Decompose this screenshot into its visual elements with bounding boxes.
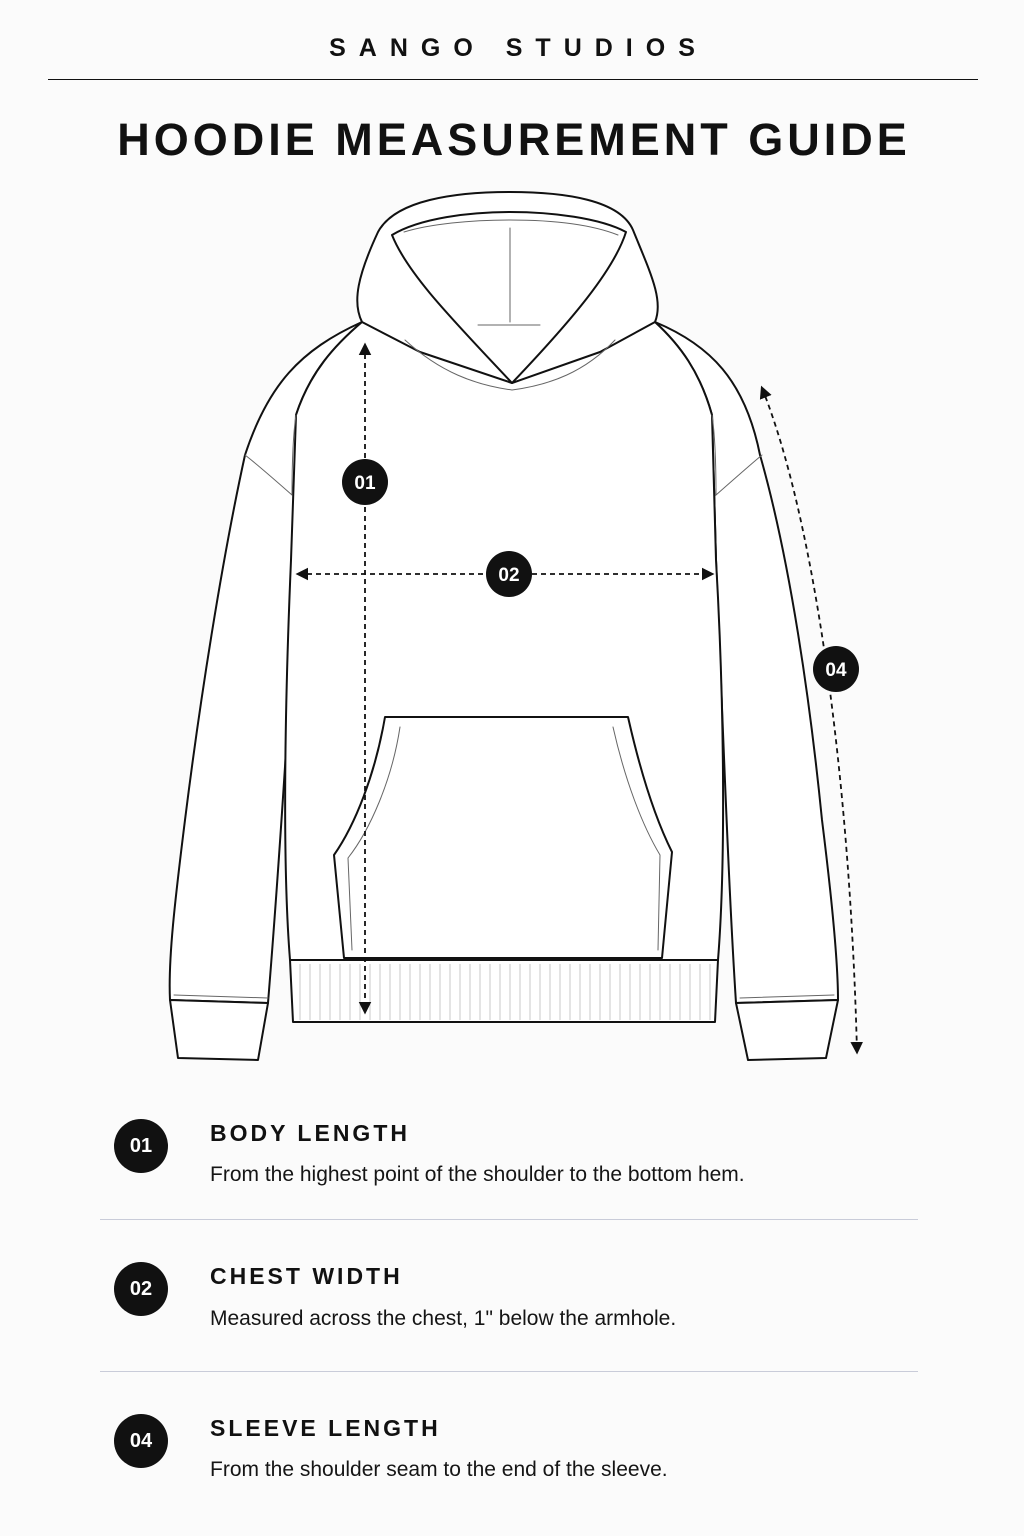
marker-04: 04 bbox=[813, 646, 859, 692]
header-divider bbox=[48, 79, 978, 80]
brand-name: SANGO STUDIOS bbox=[329, 34, 708, 62]
sleeve-length-line bbox=[759, 385, 864, 1055]
svg-text:04: 04 bbox=[825, 660, 847, 681]
left-cuff bbox=[169, 999, 269, 1061]
bottom-rib bbox=[289, 959, 719, 1023]
svg-text:02: 02 bbox=[498, 565, 519, 586]
legend-badge: 02 bbox=[114, 1262, 168, 1316]
right-cuff bbox=[735, 999, 839, 1061]
kangaroo-pocket bbox=[333, 716, 673, 959]
marker-02: 02 bbox=[486, 551, 532, 597]
page-title: HOODIE MEASUREMENT GUIDE bbox=[117, 114, 911, 165]
legend-title: CHEST WIDTH bbox=[210, 1263, 403, 1289]
legend-divider bbox=[100, 1371, 918, 1372]
legend-title: BODY LENGTH bbox=[210, 1120, 410, 1146]
legend-badge: 01 bbox=[114, 1119, 168, 1173]
hood-opening bbox=[391, 211, 627, 384]
legend-title: SLEEVE LENGTH bbox=[210, 1415, 441, 1441]
legend-description: Measured across the chest, 1" below the … bbox=[210, 1307, 677, 1330]
hoodie-diagram: 01 02 04 bbox=[168, 191, 864, 1061]
svg-text:01: 01 bbox=[354, 473, 376, 494]
marker-01: 01 bbox=[342, 459, 388, 505]
legend-divider bbox=[100, 1219, 918, 1220]
legend-description: From the highest point of the shoulder t… bbox=[210, 1163, 745, 1186]
legend-badge: 04 bbox=[114, 1414, 168, 1468]
legend-description: From the shoulder seam to the end of the… bbox=[210, 1458, 668, 1481]
